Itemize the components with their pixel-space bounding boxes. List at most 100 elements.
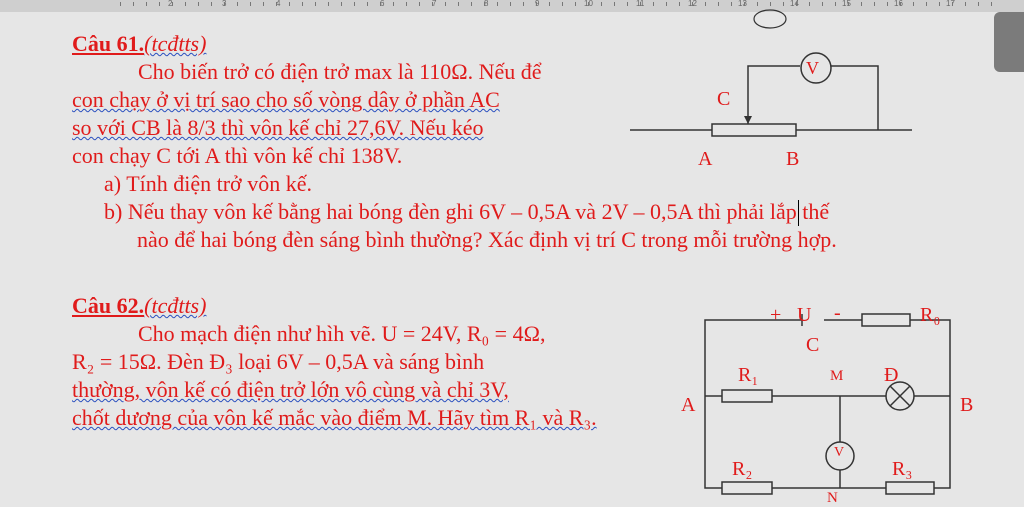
q62-source-u: U xyxy=(797,304,812,326)
ruler-tick xyxy=(991,2,992,6)
ruler-tick xyxy=(484,2,485,6)
q61-part-a: a) Tính điện trở vôn kế. xyxy=(104,171,312,196)
q62-r0-label: R₀ xyxy=(920,304,941,326)
q61-tag: (tcđtts) xyxy=(144,31,207,56)
ruler-tick xyxy=(523,2,524,6)
ruler-tick xyxy=(510,2,511,6)
q61-point-b: B xyxy=(786,148,800,170)
q61-line3: so với CB là 8/3 thì vôn kế chỉ 27,6V. N… xyxy=(72,115,484,140)
ruler-tick xyxy=(549,2,550,6)
q62-line4: chốt dương của vôn kế mắc vào điểm M. Hã… xyxy=(72,405,597,430)
ruler-tick xyxy=(835,2,836,6)
ruler-tick xyxy=(575,2,576,6)
ruler-tick xyxy=(913,2,914,6)
q62-point-n: N xyxy=(827,490,838,506)
q62-line3: thường, vôn kế có điện trở lớn vô cùng v… xyxy=(72,377,509,402)
ruler-tick xyxy=(380,2,381,6)
ruler-tick xyxy=(458,2,459,6)
ruler-number: 17 xyxy=(946,0,955,8)
ruler-tick xyxy=(601,2,602,6)
q62-r3-label: R₃ xyxy=(892,458,913,480)
ruler-tick xyxy=(159,2,160,6)
q62-number: Câu 62. xyxy=(72,293,145,318)
ruler-tick xyxy=(185,2,186,6)
ruler-number: 16 xyxy=(894,0,903,8)
ruler-number: 13 xyxy=(738,0,747,8)
ruler-tick xyxy=(653,2,654,6)
ruler-tick xyxy=(432,2,433,6)
ruler-tick xyxy=(627,2,628,6)
ruler-tick xyxy=(302,2,303,6)
ruler-tick xyxy=(744,2,745,6)
q61-line1: Cho biến trở có điện trở max là 110Ω. Nế… xyxy=(138,59,542,84)
ruler-number: 15 xyxy=(842,0,851,8)
ruler-tick xyxy=(770,2,771,6)
q62-point-m: M xyxy=(830,368,844,384)
ruler-tick xyxy=(705,2,706,6)
ruler-tick xyxy=(887,2,888,6)
ruler-number: 14 xyxy=(790,0,799,8)
ruler-tick xyxy=(393,2,394,6)
ruler-tick xyxy=(276,2,277,6)
scrollbar-thumb[interactable] xyxy=(994,12,1024,72)
ruler-tick xyxy=(497,2,498,6)
ruler-tick xyxy=(367,2,368,6)
ruler-tick xyxy=(848,2,849,6)
ruler-tick xyxy=(562,2,563,6)
ruler-tick xyxy=(861,2,862,6)
ruler-tick xyxy=(250,2,251,6)
ruler-tick xyxy=(874,2,875,6)
ruler-tick xyxy=(211,2,212,6)
ruler-tick xyxy=(354,2,355,6)
ruler-tick xyxy=(939,2,940,6)
q61-point-c: C xyxy=(717,88,731,110)
ruler-tick xyxy=(640,2,641,6)
ruler-tick xyxy=(900,2,901,6)
ruler-number: 8 xyxy=(484,0,489,8)
ruler-tick xyxy=(822,2,823,6)
ruler-tick xyxy=(666,2,667,6)
ruler-tick xyxy=(783,2,784,6)
ruler-tick xyxy=(146,2,147,6)
ruler-tick xyxy=(692,2,693,6)
q61-title: Câu 61.(tcđtts) xyxy=(72,30,206,58)
q62-point-b: B xyxy=(960,394,974,416)
ruler-tick xyxy=(406,2,407,6)
ruler-tick xyxy=(263,2,264,6)
q62-point-c: C xyxy=(806,334,820,356)
q62-tag: (tcđtts) xyxy=(144,293,207,318)
q61-line2: con chạy ở vị trí sao cho số vòng dây ở … xyxy=(72,87,500,112)
ruler-tick xyxy=(718,2,719,6)
ruler-tick xyxy=(731,2,732,6)
ruler-number: 2 xyxy=(168,0,173,8)
ruler-tick xyxy=(614,2,615,6)
q61-number: Câu 61. xyxy=(72,31,145,56)
q62-line2: R₂ = 15Ω. Đèn Đ₃ loại 6V – 0,5A và sáng … xyxy=(72,349,485,374)
q61-voltmeter-label: V xyxy=(806,58,819,78)
ruler-tick xyxy=(809,2,810,6)
document-page: Câu 61.(tcđtts) Cho biến trở có điện trở… xyxy=(0,9,1024,507)
q62-lamp-label: Đ xyxy=(884,364,899,386)
q62-line1: Cho mạch điện như hìh vẽ. U = 24V, R₀ = … xyxy=(138,321,546,346)
ruler-tick xyxy=(224,2,225,6)
ruler-tick xyxy=(419,2,420,6)
q61-part-b-line1: b) Nếu thay vôn kế bằng hai bóng đèn ghi… xyxy=(104,199,830,224)
q62-point-a: A xyxy=(681,394,696,416)
ruler-tick xyxy=(757,2,758,6)
ruler-tick xyxy=(952,2,953,6)
q61-point-a: A xyxy=(698,148,713,170)
q62-circuit-diagram xyxy=(704,313,951,495)
ruler-tick xyxy=(237,2,238,6)
ruler-tick xyxy=(588,2,589,6)
ruler-tick xyxy=(965,2,966,6)
ruler-number: 6 xyxy=(380,0,385,8)
q62-minus-terminal: - xyxy=(834,302,841,324)
ruler-tick xyxy=(341,2,342,6)
ruler-number: 4 xyxy=(276,0,281,8)
q62-r2-label: R₂ xyxy=(732,458,753,480)
ruler-tick xyxy=(536,2,537,6)
ruler-number: 9 xyxy=(535,0,540,8)
q61-line4: con chạy C tới A thì vôn kế chỉ 138V. xyxy=(72,143,403,168)
q61-circuit-diagram xyxy=(630,9,912,137)
ruler-tick xyxy=(133,2,134,6)
